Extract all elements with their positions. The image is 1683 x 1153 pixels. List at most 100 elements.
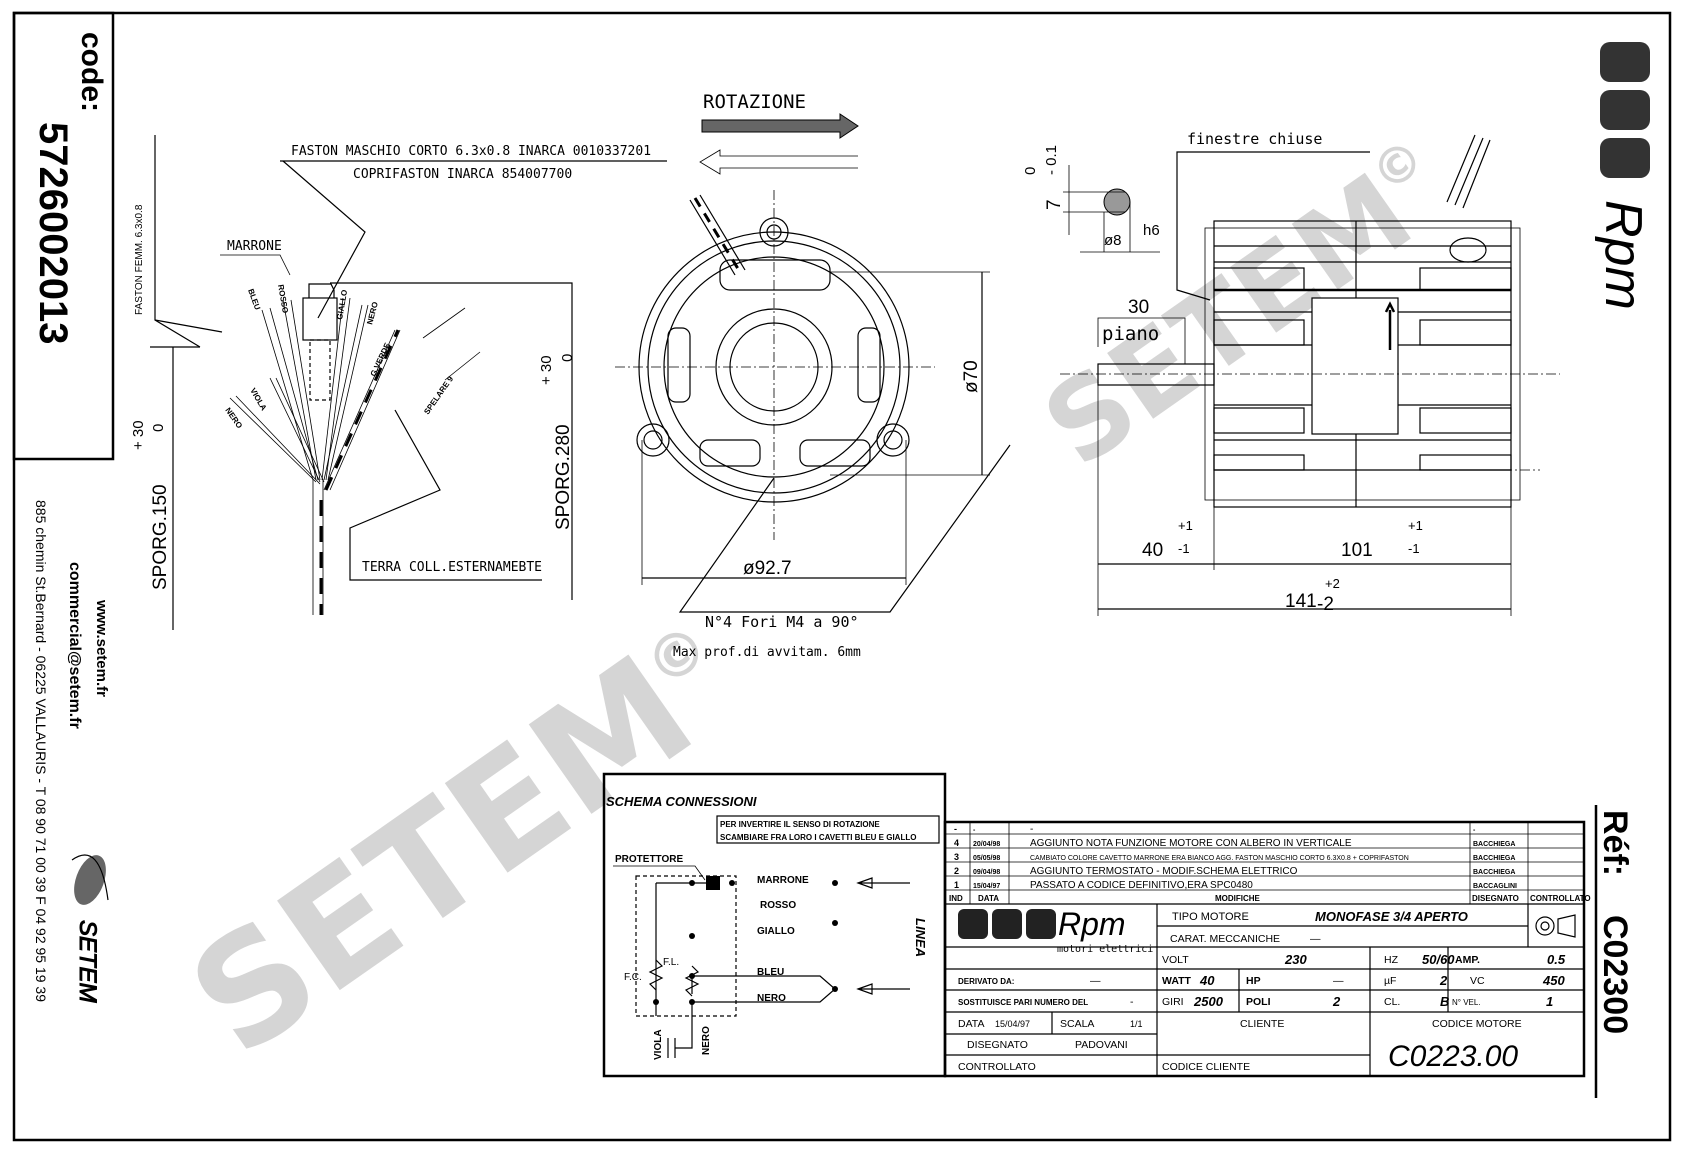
svg-text:WATT: WATT: [1162, 975, 1192, 987]
svg-text:Rpm: Rpm: [1058, 906, 1126, 942]
svg-text:piano: piano: [1102, 323, 1159, 345]
svg-text:SPORG.280: SPORG.280: [553, 424, 574, 530]
svg-text:GIALLO: GIALLO: [757, 926, 795, 937]
revision-date: 20/04/98: [973, 841, 1000, 848]
svg-text:finestre chiuse: finestre chiuse: [1187, 130, 1322, 148]
revision-drawn: BACCHIEGA: [1473, 841, 1515, 848]
revision-text: AGGIUNTO TERMOSTATO - MODIF.SCHEMA ELETT…: [1030, 866, 1298, 877]
svg-text:Rpm: Rpm: [1594, 200, 1652, 310]
svg-text:CODICE MOTORE: CODICE MOTORE: [1432, 1018, 1522, 1030]
svg-text:450: 450: [1542, 973, 1565, 988]
svg-text:+ 30: + 30: [130, 420, 147, 450]
svg-text:30: 30: [1128, 297, 1149, 318]
svg-text:MARRONE: MARRONE: [227, 239, 282, 254]
email: commercial@setem.fr: [66, 562, 83, 729]
svg-text:SOSTITUISCE PARI NUMERO DEL: SOSTITUISCE PARI NUMERO DEL: [958, 998, 1088, 1007]
svg-text:DISEGNATO: DISEGNATO: [967, 1039, 1028, 1051]
svg-text:230: 230: [1284, 952, 1307, 967]
svg-text:IND: IND: [949, 894, 963, 903]
svg-text:2: 2: [1439, 973, 1448, 988]
svg-text:ø8: ø8: [1104, 232, 1122, 249]
revision-drawn: BACCHIEGA: [1473, 869, 1515, 876]
setem-logo: SETEM: [71, 854, 109, 1003]
svg-text:PADOVANI: PADOVANI: [1075, 1039, 1128, 1051]
svg-text:0: 0: [150, 424, 167, 432]
svg-text:FASTON FEMM. 6.3x0.8: FASTON FEMM. 6.3x0.8: [134, 204, 145, 315]
svg-text:N° VEL.: N° VEL.: [1452, 998, 1481, 1007]
revision-ind: 1: [954, 880, 959, 890]
svg-text:-1: -1: [1178, 541, 1190, 556]
svg-text:POLI: POLI: [1246, 996, 1271, 1008]
svg-text:motori elettrici: motori elettrici: [1057, 944, 1153, 955]
rpm-motors-logo: Rpm motori elettrici: [958, 906, 1153, 955]
svg-text:µF: µF: [1384, 975, 1396, 987]
code-box: [12, 11, 115, 461]
svg-text:TIPO MOTORE: TIPO MOTORE: [1172, 911, 1249, 923]
revision-ind: 3: [954, 852, 959, 862]
svg-text:+ 30: + 30: [538, 355, 555, 385]
revision-drawn: -: [1473, 827, 1476, 834]
svg-text:PROTETTORE: PROTETTORE: [615, 854, 683, 865]
svg-text:N°4 Fori M4 a 90°: N°4 Fori M4 a 90°: [705, 613, 859, 631]
svg-text:TERRA COLL.ESTERNAMEBTE: TERRA COLL.ESTERNAMEBTE: [362, 560, 542, 575]
svg-text:MODIFICHE: MODIFICHE: [1215, 894, 1261, 903]
svg-text:ROSSO: ROSSO: [760, 900, 796, 911]
revision-text: CAMBIATO COLORE CAVETTO MARRONE ERA BIAN…: [1030, 855, 1409, 862]
svg-text:DISEGNATO: DISEGNATO: [1472, 894, 1519, 903]
revision-text: AGGIUNTO NOTA FUNZIONE MOTORE CON ALBERO…: [1030, 838, 1352, 849]
svg-text:LINEA: LINEA: [913, 918, 928, 957]
svg-text:CODICE CLIENTE: CODICE CLIENTE: [1162, 1061, 1250, 1073]
svg-text:HZ: HZ: [1384, 954, 1399, 966]
svg-text:MARRONE: MARRONE: [757, 875, 809, 886]
svg-text:DATA: DATA: [958, 1018, 984, 1030]
revision-table: [943, 820, 1586, 1078]
svg-text:NERO: NERO: [365, 301, 380, 326]
revision-date: 09/04/98: [973, 869, 1000, 876]
svg-text:VIOLA: VIOLA: [248, 387, 268, 413]
svg-text:Max prof.di avvitam. 6mm: Max prof.di avvitam. 6mm: [673, 645, 861, 660]
svg-text:SETEM: SETEM: [74, 920, 101, 1003]
svg-text:DERIVATO DA:: DERIVATO DA:: [958, 977, 1014, 986]
svg-text:—: —: [1333, 975, 1344, 987]
svg-text:7: 7: [1044, 199, 1065, 210]
svg-text:SCHEMA CONNESSIONI: SCHEMA CONNESSIONI: [606, 794, 757, 809]
svg-text:NERO: NERO: [701, 1026, 712, 1055]
svg-text:B: B: [1440, 994, 1449, 1009]
code-label: code:: [75, 32, 108, 112]
svg-text:GIALLO: GIALLO: [335, 289, 349, 320]
setem-watermark-small: SETEM ©: [1021, 128, 1435, 492]
revision-date: 15/04/97: [973, 883, 1000, 890]
svg-text:BLEU: BLEU: [246, 288, 262, 312]
svg-text:NERO: NERO: [757, 993, 786, 1004]
svg-text:CARAT. MECCANICHE: CARAT. MECCANICHE: [1170, 933, 1280, 945]
svg-text:AMP.: AMP.: [1455, 954, 1480, 966]
svg-text:SPORG.150: SPORG.150: [150, 484, 171, 590]
svg-text:BLEU: BLEU: [757, 967, 784, 978]
svg-text:- 0.1: - 0.1: [1043, 145, 1060, 175]
setem-watermark-large: SETEM ©: [161, 610, 723, 1089]
svg-text:PER INVERTIRE IL SENSO DI ROTA: PER INVERTIRE IL SENSO DI ROTAZIONE: [720, 820, 880, 829]
drawing-frame: [12, 11, 1672, 1142]
revision-ind: 4: [954, 838, 959, 848]
svg-text:141: 141: [1285, 591, 1317, 612]
svg-text:101: 101: [1341, 540, 1373, 561]
svg-text:ø92.7: ø92.7: [743, 558, 792, 579]
front-view: ROTAZIONE ø70 ø92.7 N°4 Fori: [615, 91, 1011, 660]
side-view: finestre chiuse 0 - 0.1 7 ø8 h6: [1022, 130, 1560, 616]
revision-text: -: [1030, 824, 1033, 835]
svg-text:CONTROLLATO: CONTROLLATO: [958, 1061, 1036, 1073]
code-value: 5726002013: [31, 122, 75, 344]
svg-text:-2: -2: [1317, 594, 1334, 615]
title-block: Rpm motori elettrici: [945, 904, 1584, 1076]
svg-text:15/04/97: 15/04/97: [995, 1019, 1030, 1029]
svg-text:HP: HP: [1246, 975, 1261, 987]
svg-text:2500: 2500: [1193, 994, 1224, 1009]
svg-text:0.5: 0.5: [1547, 952, 1566, 967]
revision-text: PASSATO A CODICE DEFINITIVO,ERA SPC0480: [1030, 880, 1253, 891]
svg-text:VOLT: VOLT: [1162, 954, 1189, 966]
svg-text:40: 40: [1199, 973, 1215, 988]
ref-label: Réf:: [1596, 810, 1634, 876]
website: www.setem.fr: [93, 599, 110, 697]
